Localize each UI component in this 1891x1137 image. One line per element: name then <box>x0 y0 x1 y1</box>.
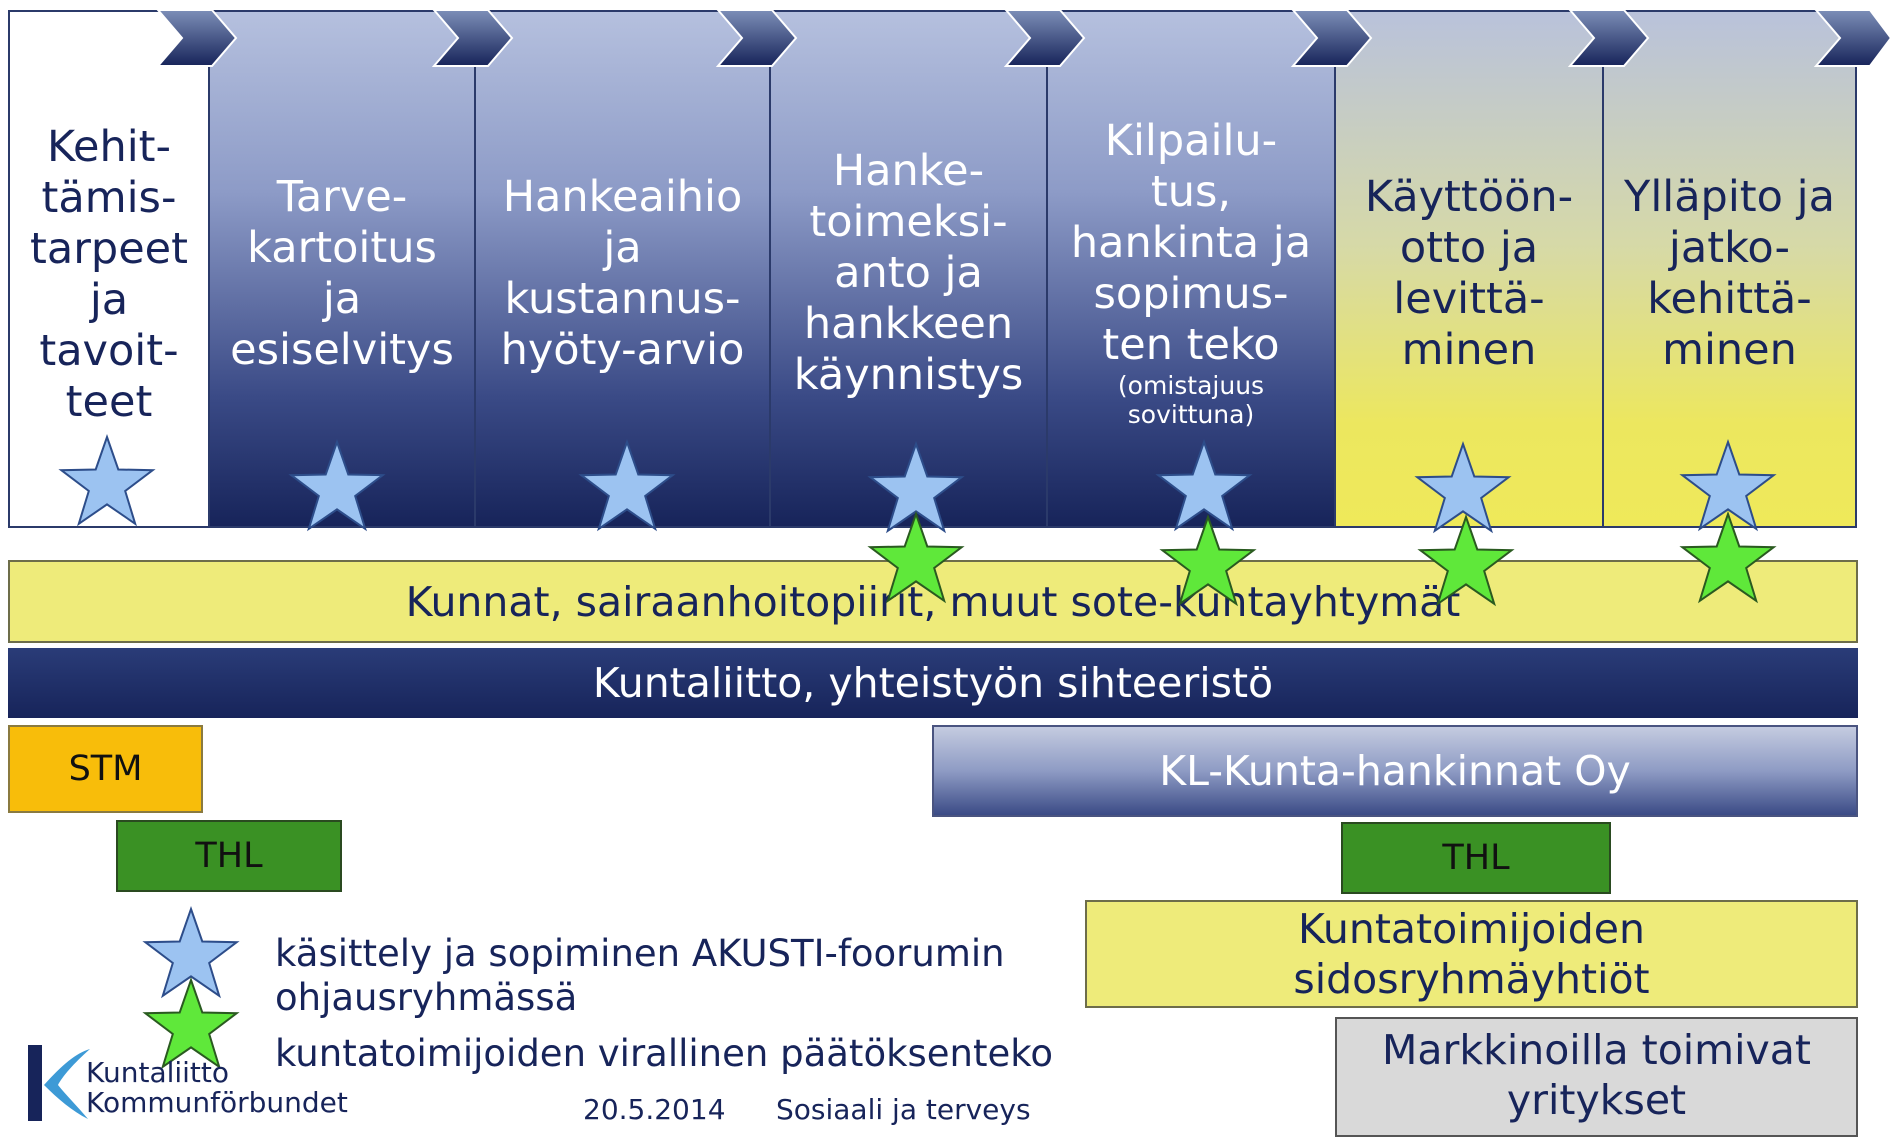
markkinat-box: Markkinoilla toimivat yritykset <box>1335 1017 1858 1137</box>
blue-star-icon <box>60 436 154 525</box>
thl-left-label: THL <box>195 836 263 876</box>
legend-green-text: kuntatoimijoiden virallinen päätöksentek… <box>275 1032 1054 1075</box>
phase-title: Kehit- tämis- tarpeet ja tavoit- teet <box>30 122 188 427</box>
logo-line2: Kommunförbundet <box>86 1086 348 1119</box>
phase-column-7: Ylläpito ja jatko- kehittä- minen <box>1602 10 1857 528</box>
phase-title: Tarve- kartoitus ja esiselvitys <box>230 172 454 375</box>
legend-blue-text: käsittely ja sopiminen AKUSTI-foorumin o… <box>275 932 1005 1019</box>
chevron-icon <box>715 9 798 67</box>
blue-star-icon <box>580 441 674 530</box>
footer-date: 20.5.2014 <box>583 1093 726 1126</box>
phase-column-4: Hanke- toimeksi- anto ja hankkeen käynni… <box>769 10 1048 528</box>
sidosryhma-box: Kuntatoimijoiden sidosryhmäyhtiöt <box>1085 900 1858 1008</box>
sidosryhma-label: Kuntatoimijoiden sidosryhmäyhtiöt <box>1293 905 1650 1003</box>
thl-right-box: THL <box>1341 822 1611 894</box>
stm-box: STM <box>8 725 203 813</box>
logo-line1: Kuntaliitto <box>86 1056 230 1089</box>
kl-kunta-bar: KL-Kunta-hankinnat Oy <box>932 725 1858 817</box>
chevron-icon <box>1813 9 1891 67</box>
stm-label: STM <box>68 749 143 789</box>
thl-left-box: THL <box>116 820 342 892</box>
phase-title: Hanke- toimeksi- anto ja hankkeen käynni… <box>793 146 1024 400</box>
phase-title: Käyttöön- otto ja levittä- minen <box>1364 172 1574 375</box>
phase-title: Ylläpito ja jatko- kehittä- minen <box>1624 172 1835 375</box>
chevron-icon <box>1290 9 1373 67</box>
thl-right-label: THL <box>1442 838 1510 878</box>
phase-column-2: Tarve- kartoitus ja esiselvitys <box>208 10 476 528</box>
kuntaliitto-logo-icon <box>28 1045 90 1121</box>
green-star-icon <box>1161 516 1255 605</box>
chevron-icon <box>155 9 238 67</box>
phase-title: Kilpailu- tus, hankinta ja sopimus- ten … <box>1070 116 1312 370</box>
footer-topic: Sosiaali ja terveys <box>776 1093 1031 1126</box>
phase-column-6: Käyttöön- otto ja levittä- minen <box>1334 10 1604 528</box>
kl-kunta-label: KL-Kunta-hankinnat Oy <box>1159 747 1631 795</box>
phase-column-3: Hankeaihio ja kustannus- hyöty-arvio <box>474 10 771 528</box>
chevron-icon <box>1567 9 1650 67</box>
legend-green-star-icon <box>144 979 238 1068</box>
blue-star-icon <box>290 441 384 530</box>
kuntaliitto-label: Kuntaliitto, yhteistyön sihteeristö <box>592 659 1274 707</box>
green-star-icon <box>1681 513 1775 602</box>
chevron-icon <box>1003 9 1086 67</box>
green-star-icon <box>869 513 963 602</box>
chevron-icon <box>431 9 514 67</box>
phase-note: (omistajuus sovittuna) <box>1117 371 1265 429</box>
blue-star-icon <box>1416 443 1510 532</box>
phase-column-5: Kilpailu- tus, hankinta ja sopimus- ten … <box>1046 10 1336 528</box>
blue-star-icon <box>1157 441 1251 530</box>
markkinat-label: Markkinoilla toimivat yritykset <box>1382 1026 1811 1124</box>
kuntaliitto-bar: Kuntaliitto, yhteistyön sihteeristö <box>8 648 1858 718</box>
phase-title: Hankeaihio ja kustannus- hyöty-arvio <box>500 172 745 375</box>
chevron-arrows <box>155 9 1891 67</box>
